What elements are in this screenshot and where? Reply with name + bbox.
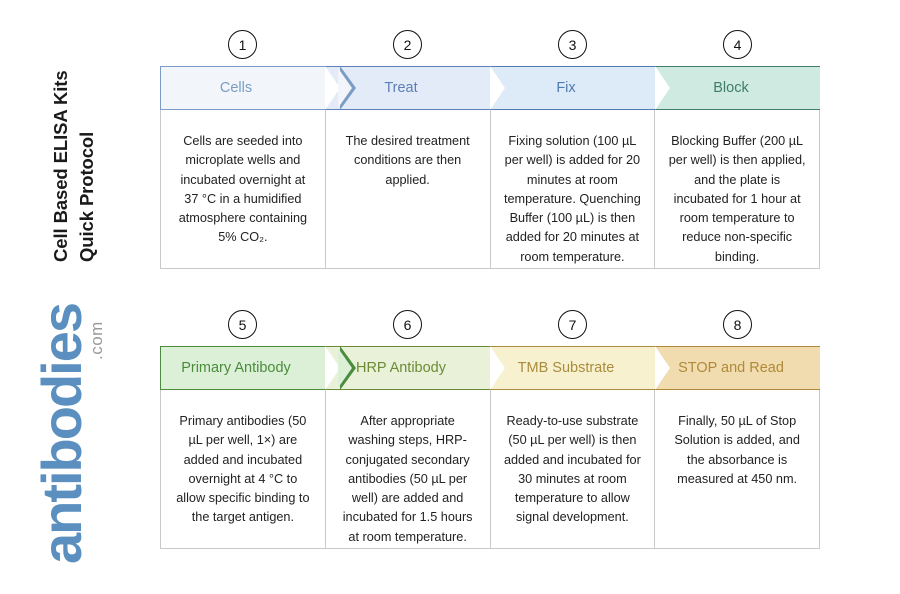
step-chevron[interactable]: STOP and Read [655, 346, 820, 390]
step-chevron[interactable]: Primary Antibody [160, 345, 356, 390]
step-description-text: Finally, 50 µL of Stop Solution is added… [674, 414, 800, 486]
step-number-badge: 6 [393, 310, 422, 339]
step-chevron-label: Primary Antibody [181, 360, 291, 376]
step-number-badge: 8 [723, 310, 752, 339]
step-chevron-label: Treat [384, 80, 418, 96]
step-description-row: Cells are seeded into microplate wells a… [160, 110, 820, 269]
step-chevron[interactable]: Cells [160, 65, 356, 110]
step-description-box: Cells are seeded into microplate wells a… [161, 110, 326, 268]
step-chevron-row: Primary Antibody HRP Antibody TMB Substrat… [160, 345, 820, 390]
step-description-row: Primary antibodies (50 µL per well, 1×) … [160, 390, 820, 549]
step-chevron[interactable]: TMB Substrate [490, 346, 655, 390]
step-number-badge: 2 [393, 30, 422, 59]
step-number-row: 1 2 3 4 [160, 30, 820, 66]
step-description-box: Ready-to-use substrate (50 µL per well) … [491, 390, 656, 548]
step-description-box: Finally, 50 µL of Stop Solution is added… [655, 390, 819, 548]
step-description-text: After appropriate washing steps, HRP-con… [342, 414, 473, 544]
step-chevron-row: Cells Treat Fix Block [160, 65, 820, 110]
step-description-text: Primary antibodies (50 µL per well, 1×) … [176, 414, 310, 525]
step-description-text: Fixing solution (100 µL per well) is add… [503, 134, 641, 264]
step-number-badge: 1 [228, 30, 257, 59]
step-number-badge: 3 [558, 30, 587, 59]
step-description-box: The desired treatment conditions are the… [326, 110, 491, 268]
brand-logo-word: antibodies [30, 303, 93, 564]
brand-logo: antibodies .com [30, 16, 110, 564]
step-chevron-label: Cells [219, 80, 253, 96]
step-number-badge: 7 [558, 310, 587, 339]
step-number-row: 5 6 7 8 [160, 310, 820, 346]
step-number-badge: 4 [723, 30, 752, 59]
step-description-text: Blocking Buffer (200 µL per well) is the… [668, 134, 806, 264]
step-description-box: Fixing solution (100 µL per well) is add… [491, 110, 656, 268]
step-chevron-label: STOP and Read [678, 360, 784, 376]
step-chevron-label: TMB Substrate [517, 360, 615, 376]
step-description-box: Primary antibodies (50 µL per well, 1×) … [161, 390, 326, 548]
step-description-box: After appropriate washing steps, HRP-con… [326, 390, 491, 548]
step-description-text: Cells are seeded into microplate wells a… [178, 134, 308, 245]
step-chevron-label: HRP Antibody [355, 360, 446, 376]
step-description-box: Blocking Buffer (200 µL per well) is the… [655, 110, 819, 268]
step-description-text: Ready-to-use substrate (50 µL per well) … [503, 414, 641, 525]
step-chevron-label: Block [713, 80, 749, 96]
step-description-text: The desired treatment conditions are the… [345, 134, 470, 187]
step-chevron-label: Fix [556, 80, 576, 96]
step-chevron[interactable]: Fix [490, 66, 655, 110]
brand-logo-tld: .com [87, 321, 106, 360]
step-number-badge: 5 [228, 310, 257, 339]
step-chevron[interactable]: Block [655, 66, 820, 110]
